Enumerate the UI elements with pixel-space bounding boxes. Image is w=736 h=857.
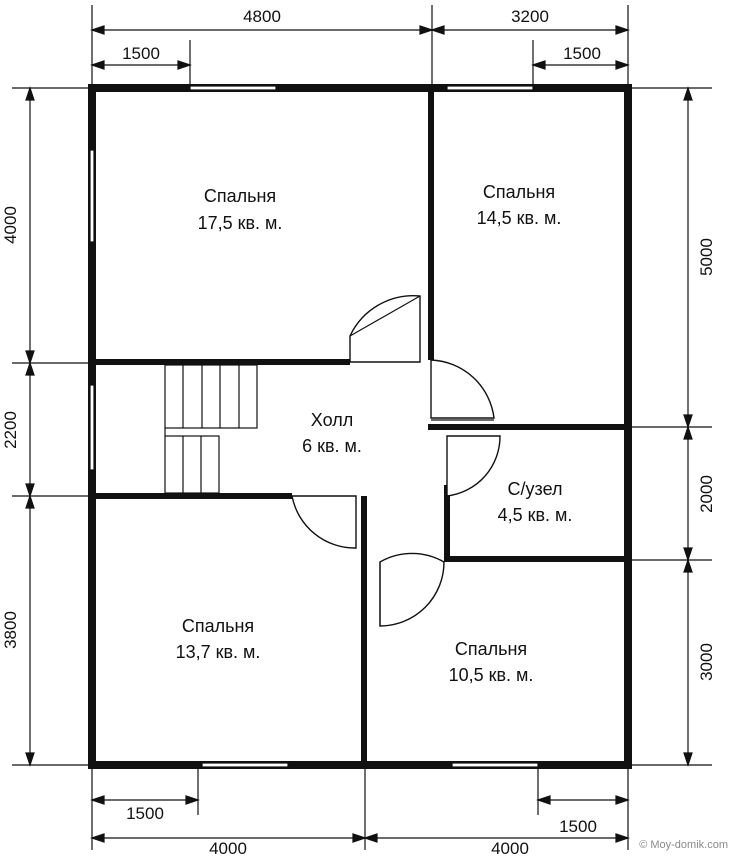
dim-bottom-total-left: 4000 — [209, 839, 247, 857]
dim-left-lower: 3800 — [1, 611, 20, 649]
room-name-bedroom-se: Спальня — [455, 639, 527, 659]
dim-right-lower: 3000 — [697, 643, 716, 681]
dim-top-window-right: 1500 — [563, 44, 601, 63]
dim-top-window-left: 1500 — [122, 44, 160, 63]
windows — [89, 85, 539, 768]
room-name-bedroom-sw: Спальня — [182, 616, 254, 636]
doors — [291, 294, 501, 627]
staircase — [164, 364, 258, 494]
room-labels: Спальня 17,5 кв. м. Спальня 14,5 кв. м. … — [176, 182, 573, 685]
room-name-bedroom-ne: Спальня — [483, 182, 555, 202]
room-area-bedroom-sw: 13,7 кв. м. — [176, 642, 261, 662]
room-name-hall: Холл — [311, 410, 353, 430]
dim-right-middle: 2000 — [697, 475, 716, 513]
room-area-bedroom-se: 10,5 кв. м. — [449, 665, 534, 685]
dim-left-middle: 2200 — [1, 411, 20, 449]
dimension-labels: 4800 3200 1500 1500 4000 2200 3800 5000 … — [1, 7, 716, 857]
room-name-bathroom: С/узел — [508, 479, 563, 499]
room-area-bedroom-nw: 17,5 кв. м. — [198, 213, 283, 233]
dim-top-total-right: 3200 — [511, 7, 549, 26]
dim-bottom-window-right: 1500 — [559, 817, 597, 836]
dim-top-total-left: 4800 — [243, 7, 281, 26]
dim-right-upper: 5000 — [697, 238, 716, 276]
watermark: © Moy-domik.com — [639, 839, 728, 851]
dim-bottom-total-right: 4000 — [491, 839, 529, 857]
dim-left-upper: 4000 — [1, 206, 20, 244]
room-area-bathroom: 4,5 кв. м. — [498, 505, 573, 525]
dim-bottom-window-left: 1500 — [126, 804, 164, 823]
dimension-lines — [12, 5, 712, 850]
room-area-bedroom-ne: 14,5 кв. м. — [477, 208, 562, 228]
room-area-hall: 6 кв. м. — [302, 436, 362, 456]
room-name-bedroom-nw: Спальня — [204, 186, 276, 206]
